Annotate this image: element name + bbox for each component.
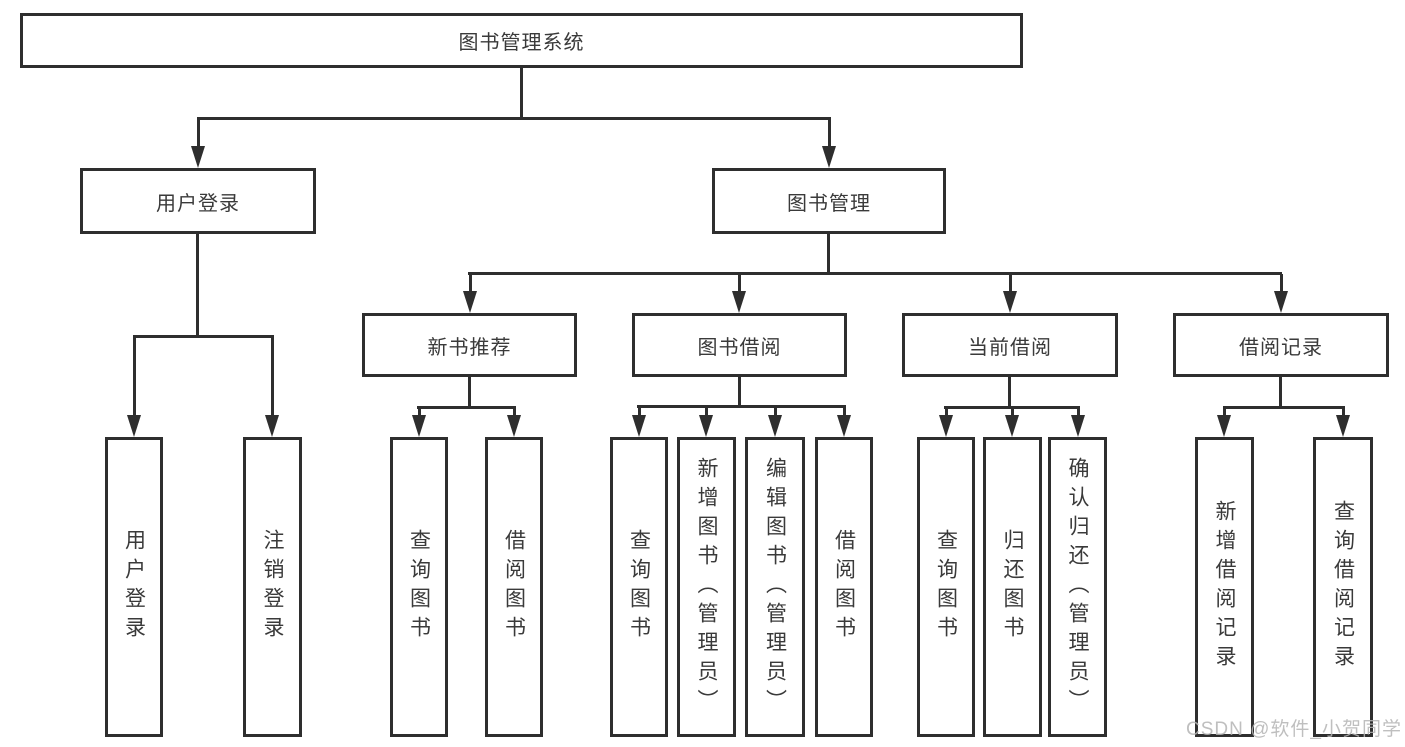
connector-bb-branch <box>637 405 846 408</box>
connector-bb-stem <box>738 377 741 405</box>
arrow-down-icon <box>191 119 205 168</box>
connector-root-stem <box>520 68 523 118</box>
arrow-down-icon <box>1274 274 1288 313</box>
node-book-borrow: 图书借阅 <box>632 313 847 377</box>
connector-user-login-branch <box>133 335 274 338</box>
arrow-down-icon <box>768 407 782 437</box>
node-current-borrow: 当前借阅 <box>902 313 1118 377</box>
leaf-br-query-record: 查询借阅记录 <box>1313 437 1373 737</box>
arrow-down-icon <box>265 337 279 437</box>
leaf-cb-confirm-return-admin: 确认归还（管理员） <box>1048 437 1107 737</box>
arrow-down-icon <box>939 408 953 437</box>
connector-book-mgmt-branch <box>468 272 1282 275</box>
leaf-nbr-borrow-books: 借阅图书 <box>485 437 543 737</box>
leaf-br-add-record: 新增借阅记录 <box>1195 437 1254 737</box>
arrow-down-icon <box>1217 408 1231 437</box>
arrow-down-icon <box>127 337 141 437</box>
leaf-user-login: 用户登录 <box>105 437 163 737</box>
arrow-down-icon <box>463 274 477 313</box>
arrow-down-icon <box>732 274 746 313</box>
leaf-logout: 注销登录 <box>243 437 302 737</box>
node-new-book-recommend: 新书推荐 <box>362 313 577 377</box>
arrow-down-icon <box>837 407 851 437</box>
arrow-down-icon <box>632 407 646 437</box>
connector-cb-branch <box>944 406 1080 409</box>
node-user-login: 用户登录 <box>80 168 316 234</box>
connector-book-mgmt-stem <box>827 234 830 272</box>
arrow-down-icon <box>1005 408 1019 437</box>
leaf-bb-query-books: 查询图书 <box>610 437 668 737</box>
arrow-down-icon <box>507 408 521 437</box>
connector-br-branch <box>1223 406 1345 409</box>
connector-user-login-stem <box>196 234 199 335</box>
leaf-cb-query-books: 查询图书 <box>917 437 975 737</box>
node-borrow-records: 借阅记录 <box>1173 313 1389 377</box>
connector-cb-stem <box>1008 377 1011 406</box>
arrow-down-icon <box>1336 408 1350 437</box>
leaf-bb-edit-books-admin: 编辑图书（管理员） <box>745 437 805 737</box>
arrow-down-icon <box>699 407 713 437</box>
connector-root-branch <box>197 117 831 120</box>
arrow-down-icon <box>1003 274 1017 313</box>
watermark: CSDN @软件_小贺同学 <box>1186 719 1402 740</box>
arrow-down-icon <box>822 119 836 168</box>
leaf-bb-add-books-admin: 新增图书（管理员） <box>677 437 736 737</box>
node-book-management: 图书管理 <box>712 168 946 234</box>
connector-nbr-stem <box>468 377 471 406</box>
arrow-down-icon <box>1071 408 1085 437</box>
connector-nbr-branch <box>417 406 516 409</box>
connector-br-stem <box>1279 377 1282 406</box>
leaf-nbr-query-books: 查询图书 <box>390 437 448 737</box>
leaf-bb-borrow-books: 借阅图书 <box>815 437 873 737</box>
node-library-system: 图书管理系统 <box>20 13 1023 68</box>
leaf-cb-return-books: 归还图书 <box>983 437 1042 737</box>
arrow-down-icon <box>412 408 426 437</box>
